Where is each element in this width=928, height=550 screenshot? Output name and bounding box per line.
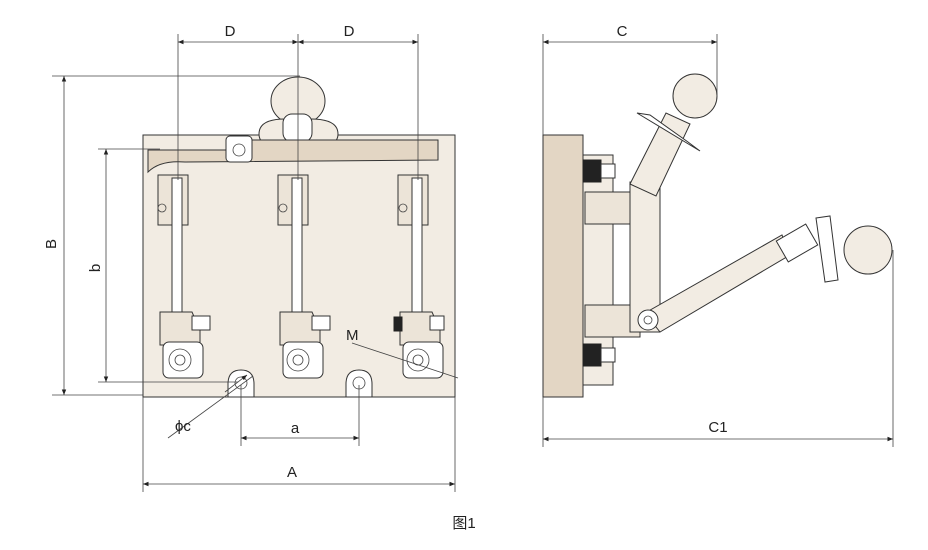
cross-bar xyxy=(147,139,439,174)
leader-M xyxy=(351,342,459,379)
lower-handle-arm xyxy=(644,234,791,333)
pole-terminal-ring xyxy=(406,348,430,372)
label-C1: C1 xyxy=(708,419,727,436)
pole-middle xyxy=(277,174,331,379)
side-pivot-hole xyxy=(643,315,653,325)
label-A: A xyxy=(287,464,297,481)
side-bolt-bottom xyxy=(582,343,602,367)
label-a: a xyxy=(291,420,300,437)
lower-handle-guard xyxy=(815,215,839,283)
side-nut-bottom xyxy=(600,347,616,363)
mounting-lug-left xyxy=(227,369,255,398)
pole-right xyxy=(393,174,445,379)
pole-lower-clamp xyxy=(159,311,201,346)
pole-terminal-ring xyxy=(168,348,192,372)
pole-washer xyxy=(393,316,403,332)
leader-phi-c xyxy=(167,375,254,439)
upper-handle-guard xyxy=(636,112,701,152)
mounting-lug-right xyxy=(345,369,373,398)
label-D-left: D xyxy=(225,23,236,40)
bar-pivot-hole xyxy=(232,143,246,157)
label-C: C xyxy=(617,23,628,40)
pole-bolt xyxy=(311,315,331,331)
arrow-phi-c xyxy=(224,374,248,393)
pole-blade xyxy=(411,177,423,329)
bar-pivot-block xyxy=(225,135,253,163)
pole-lower-clamp xyxy=(279,311,321,346)
front-view xyxy=(142,76,456,398)
side-pivot xyxy=(637,309,659,331)
pole-terminal-hole xyxy=(292,354,304,366)
label-B: B xyxy=(43,239,60,249)
side-view xyxy=(542,73,893,398)
pole-bolt xyxy=(429,315,445,331)
pole-pin xyxy=(157,203,167,213)
label-b: b xyxy=(87,264,104,272)
side-nut-top xyxy=(600,163,616,179)
pole-blade xyxy=(291,177,303,329)
label-phi-c: ϕc xyxy=(175,418,191,435)
upper-handle-ball xyxy=(672,73,718,119)
pole-terminal xyxy=(162,341,204,379)
lower-handle-neck xyxy=(775,223,819,263)
handle-neck xyxy=(282,113,313,143)
pole-terminal-ring xyxy=(286,348,310,372)
pole-terminal-hole xyxy=(174,354,186,366)
lower-handle-ball xyxy=(843,225,893,275)
figure-caption: 图1 xyxy=(452,515,475,532)
label-D-right: D xyxy=(344,23,355,40)
pole-pin xyxy=(278,203,288,213)
pole-blade xyxy=(171,177,183,329)
pole-left xyxy=(157,174,211,379)
dimensions: D D B b M ϕc a A C xyxy=(43,23,894,492)
pole-pin xyxy=(398,203,408,213)
side-bolt-top xyxy=(582,159,602,183)
side-base-plate xyxy=(542,134,584,398)
pole-bolt xyxy=(191,315,211,331)
label-M: M xyxy=(346,327,359,344)
